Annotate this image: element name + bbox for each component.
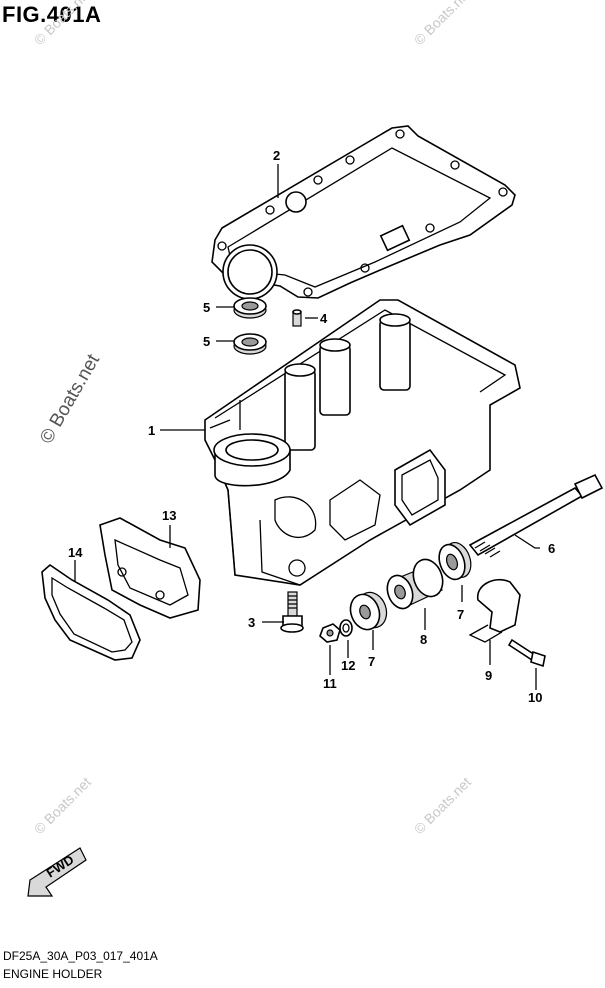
leader-lines: [74, 164, 540, 690]
seal-part-14: [41, 563, 141, 661]
bolt-part-3: [280, 591, 304, 633]
washer-part-7-right: [438, 541, 472, 581]
callout-4: 4: [320, 311, 328, 326]
washer-part-7-left: [349, 591, 388, 631]
callout-5-upper: 5: [203, 300, 210, 315]
callout-12: 12: [341, 658, 355, 673]
nut-part-11: [319, 623, 341, 643]
callout-7-right: 7: [457, 607, 464, 622]
callout-6: 6: [548, 541, 555, 556]
watermark-bottom-left: © Boats.net: [31, 774, 94, 837]
watermark-bottom-right: © Boats.net: [411, 774, 474, 837]
callout-9: 9: [485, 668, 492, 683]
fwd-arrow-icon: FWD: [27, 847, 87, 897]
callout-10: 10: [528, 690, 542, 705]
callouts: 2 5 5 4 1 6 3 7 8 7 9 10 11 12 13 14: [68, 148, 555, 705]
clamp-part-9: [468, 578, 521, 643]
gasket-part-2: [211, 125, 516, 300]
oil-seal-part-5-upper: [233, 297, 267, 319]
cover-part-13: [99, 517, 201, 619]
watermark-center: © Boats.net: [36, 350, 104, 447]
watermark-top-left: © Boats.net: [31, 0, 94, 48]
washer-part-12: [339, 619, 353, 637]
mount-rubber-part-8: [386, 558, 444, 610]
figure-title: FIG.401A: [2, 2, 102, 27]
callout-1: 1: [148, 423, 155, 438]
oil-seal-part-5-lower: [233, 333, 267, 355]
engine-holder-part-1: [204, 299, 521, 586]
callout-7-left: 7: [368, 654, 375, 669]
bolt-part-6: [468, 473, 604, 558]
diagram-name: ENGINE HOLDER: [3, 967, 103, 981]
watermark-top-right: © Boats.net: [411, 0, 474, 48]
callout-13: 13: [162, 508, 176, 523]
diagram-code: DF25A_30A_P03_017_401A: [3, 949, 158, 963]
callout-14: 14: [68, 545, 83, 560]
bolt-part-10: [507, 638, 546, 668]
dowel-pin-part-4: [292, 309, 302, 327]
callout-2: 2: [273, 148, 280, 163]
callout-11: 11: [323, 676, 337, 691]
callout-3: 3: [248, 615, 255, 630]
callout-5-lower: 5: [203, 334, 210, 349]
callout-8: 8: [420, 632, 427, 647]
